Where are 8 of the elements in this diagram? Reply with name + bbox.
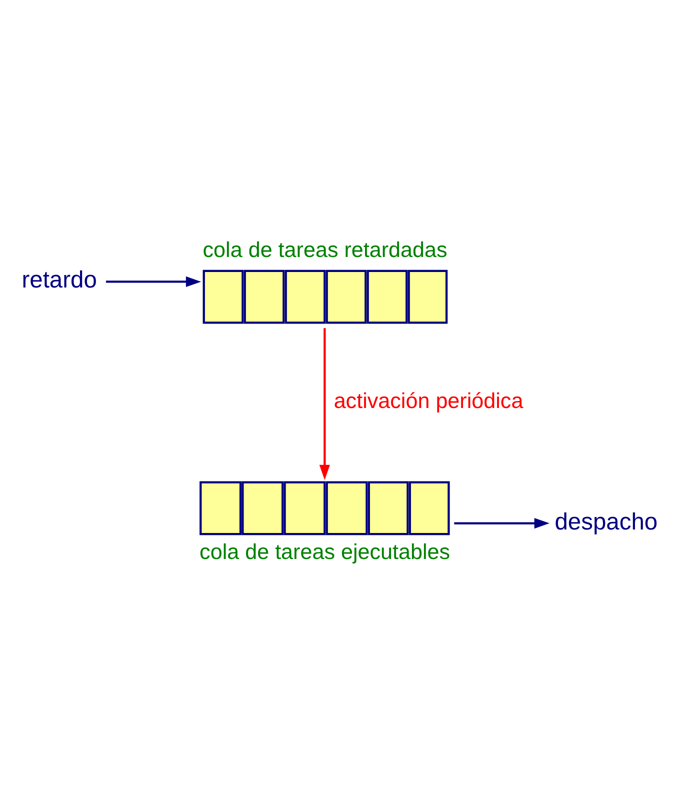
node-text: retardo [22, 267, 97, 294]
arrow [106, 276, 202, 286]
arrow [319, 328, 330, 480]
node-label: cola de tareas retardadas [202, 236, 448, 262]
arrow [454, 518, 550, 528]
edge-label: activación periódica [334, 387, 524, 412]
node-text: despacho [554, 508, 658, 535]
node-label: cola de tareas ejecutables [200, 538, 450, 564]
